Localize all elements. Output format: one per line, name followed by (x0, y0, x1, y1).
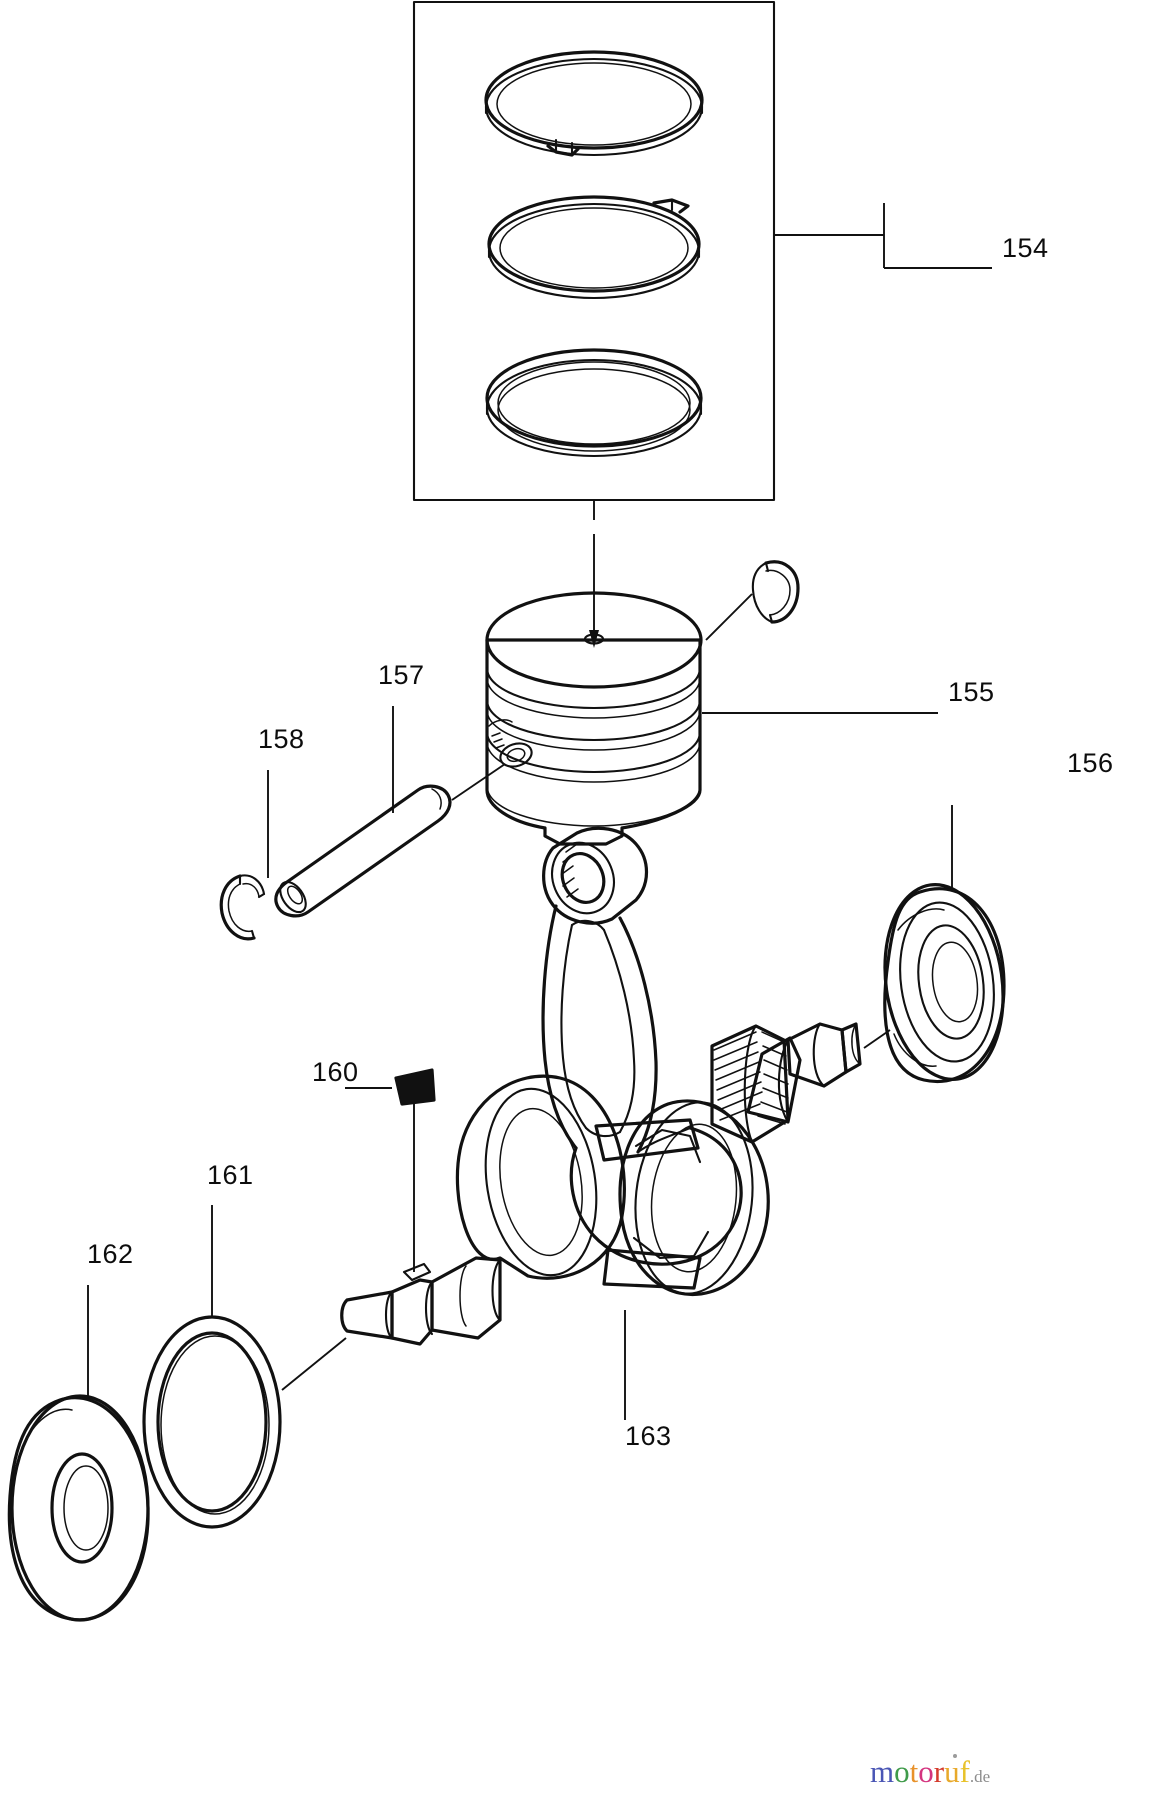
crank-gear (710, 1024, 790, 1144)
crankshaft (340, 1022, 862, 1346)
connecting-rod (541, 826, 743, 1266)
circlip-left (219, 874, 266, 941)
leader-ringbox-to-piston (589, 500, 599, 648)
watermark-dot (953, 1754, 958, 1758)
oil-seal (7, 1394, 150, 1622)
o-ring (142, 1315, 282, 1529)
callout-160: 160 (312, 1057, 359, 1087)
callout-157: 157 (378, 660, 425, 690)
watermark-motoruf: motoruf.de (870, 1754, 991, 1789)
piston (485, 591, 703, 846)
watermark-letter: o (894, 1754, 910, 1789)
watermark-suffix: .de (969, 1767, 991, 1786)
watermark-letter: m (870, 1754, 895, 1789)
leader-154 (774, 203, 992, 269)
callout-156: 156 (1067, 748, 1114, 778)
leader-circlip-right (705, 593, 753, 641)
circlip-right (751, 560, 800, 624)
ball-bearing (883, 883, 1006, 1084)
watermark-letter: u (944, 1754, 960, 1789)
piston-ring-box (412, 0, 776, 502)
callout-161: 161 (207, 1160, 254, 1190)
callout-163: 163 (625, 1421, 672, 1451)
leader-156 (863, 805, 953, 1049)
watermark-letter: t (909, 1754, 919, 1789)
leader-pin-to-piston (451, 763, 506, 801)
callout-162: 162 (87, 1239, 134, 1269)
leader-160 (345, 1087, 415, 1272)
piston-ring-2 (487, 195, 701, 300)
callout-154: 154 (1002, 233, 1049, 263)
piston-ring-3 (485, 348, 703, 458)
piston-pin (274, 784, 452, 918)
watermark-letter: r (933, 1754, 945, 1789)
callout-158: 158 (258, 724, 305, 754)
leader-oring-to-shaft (281, 1337, 347, 1391)
callout-155: 155 (948, 677, 995, 707)
woodruff-key (394, 1068, 436, 1106)
watermark-letter: o (918, 1754, 934, 1789)
watermark-letter: f (959, 1754, 970, 1789)
piston-ring-1 (484, 50, 704, 157)
